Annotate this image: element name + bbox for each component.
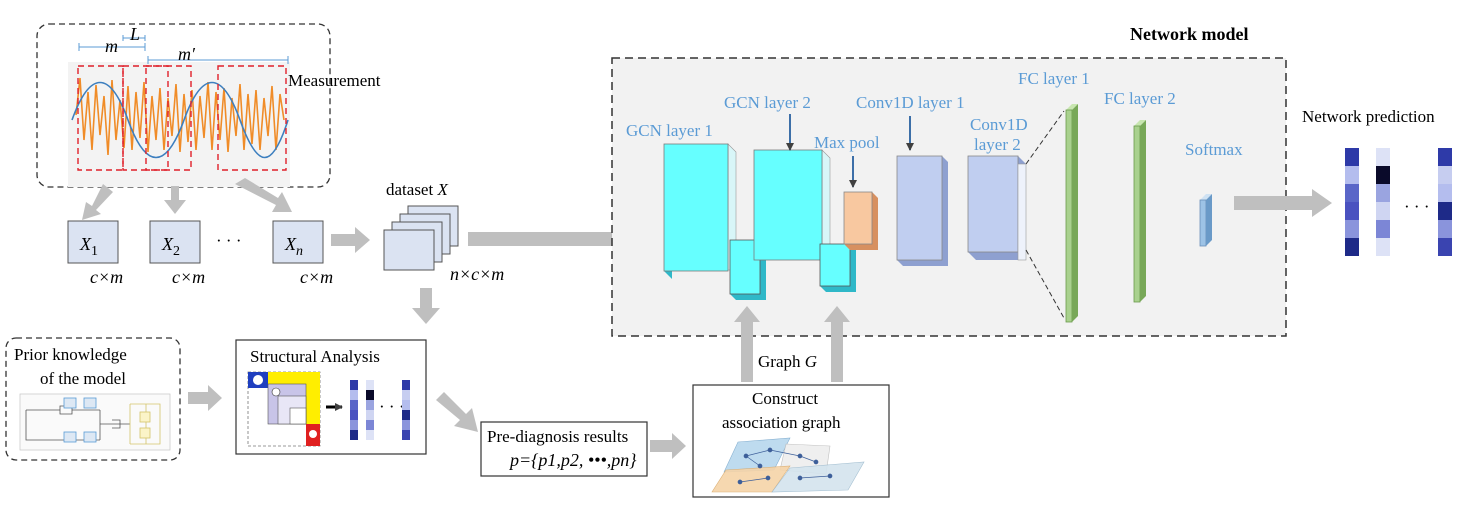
- svg-text:X2: X2: [161, 234, 180, 259]
- measurement-blue-signal: [71, 81, 289, 159]
- conv1d-layer-2-label-a: Conv1D: [970, 115, 1028, 134]
- window-size-label-m-prime: m′: [178, 44, 196, 64]
- measurement-panel: L m m′ Measurement: [36, 23, 381, 188]
- circuit-schematic: [19, 393, 171, 451]
- conv1d-layer-2-block: [967, 155, 1027, 261]
- structural-vector-1: [350, 380, 358, 440]
- conv1d-layer-1-label: Conv1D layer 1: [856, 93, 965, 112]
- window-length-label-L: L: [129, 24, 140, 44]
- gcn-layer-1-label: GCN layer 1: [626, 121, 713, 140]
- fan-line-bottom: [1025, 249, 1065, 319]
- samples-ellipsis: · · ·: [216, 231, 241, 250]
- measurement-orange-signal: [75, 77, 285, 156]
- measurement-label: Measurement: [288, 71, 381, 90]
- structural-to-prediag-arrow: [436, 392, 478, 432]
- gcn-layer-1-block: [663, 143, 766, 300]
- prediction-vector-n: [1438, 148, 1452, 256]
- association-graph-panel: Construct association graph: [692, 384, 890, 498]
- pre-diagnosis-title: Pre-diagnosis results: [487, 427, 628, 446]
- sample-dim-1: c×m: [90, 267, 123, 287]
- prediction-ellipsis: · · ·: [1404, 197, 1429, 216]
- dataset-dim: n×c×m: [450, 264, 504, 284]
- fc-layer-2-block: [1133, 120, 1146, 303]
- prior-knowledge-panel: Prior knowledge of the model: [5, 337, 181, 461]
- network-prediction-label: Network prediction: [1302, 107, 1435, 126]
- graph-g-label: Graph G: [758, 352, 817, 371]
- prediag-to-graph-arrow: [650, 433, 686, 459]
- conv1d-layer-1-block: [896, 155, 948, 266]
- dataset-label: dataset X: [386, 180, 448, 199]
- softmax-block: [1199, 194, 1212, 247]
- fc-layer-2-label: FC layer 2: [1104, 89, 1176, 108]
- association-graph-line-1: Construct: [752, 389, 818, 408]
- dataset-to-network-arrow: [468, 225, 650, 253]
- structural-vector-n: [402, 380, 410, 440]
- sample-dim-n: c×m: [300, 267, 333, 287]
- fc-layer-1-block: [1065, 104, 1078, 323]
- fan-line-top: [1025, 110, 1065, 165]
- svg-text:X1: X1: [79, 234, 98, 259]
- pre-diagnosis-panel: Pre-diagnosis results p={p1,p2, •••,pn}: [480, 421, 648, 477]
- samples-to-dataset-arrow: [331, 227, 370, 253]
- max-pool-block: [843, 191, 878, 250]
- graph-to-network-arrows: [734, 306, 850, 382]
- prior-to-structural-arrow: [188, 385, 222, 411]
- prior-knowledge-line-2: of the model: [40, 369, 126, 388]
- prior-knowledge-line-1: Prior knowledge: [14, 345, 127, 364]
- structural-analysis-title: Structural Analysis: [250, 347, 380, 366]
- pre-diagnosis-formula: p={p1,p2, •••,pn}: [508, 450, 637, 470]
- structural-analysis-panel: Structural Analysis ·: [235, 339, 427, 455]
- sample-box-x2: X2: [149, 220, 201, 264]
- measurement-to-samples-arrows: [82, 178, 292, 220]
- structural-vector-2: [366, 380, 374, 440]
- sample-box-x1: X1: [67, 220, 119, 264]
- sample-dim-2: c×m: [172, 267, 205, 287]
- dataset-stack: dataset X n×c×m: [383, 180, 504, 284]
- fc-layer-1-label: FC layer 1: [1018, 69, 1090, 88]
- prediction-vector-1: [1345, 148, 1359, 256]
- dataset-to-structural-arrow: [412, 288, 440, 324]
- svg-text:Xn: Xn: [284, 234, 303, 259]
- softmax-label: Softmax: [1185, 140, 1243, 159]
- network-to-prediction-arrow: [1234, 189, 1332, 217]
- max-pool-label: Max pool: [814, 133, 880, 152]
- gcn-layer-2-label: GCN layer 2: [724, 93, 811, 112]
- structural-ellipsis: · · ·: [379, 397, 404, 416]
- association-graph-line-2: association graph: [722, 413, 841, 432]
- prediction-vector-2: [1376, 148, 1390, 256]
- network-title: Network model: [1130, 24, 1248, 44]
- conv1d-layer-2-label-b: layer 2: [974, 135, 1021, 154]
- sample-box-xn: Xn: [272, 220, 324, 264]
- window-size-label-m: m: [105, 36, 118, 56]
